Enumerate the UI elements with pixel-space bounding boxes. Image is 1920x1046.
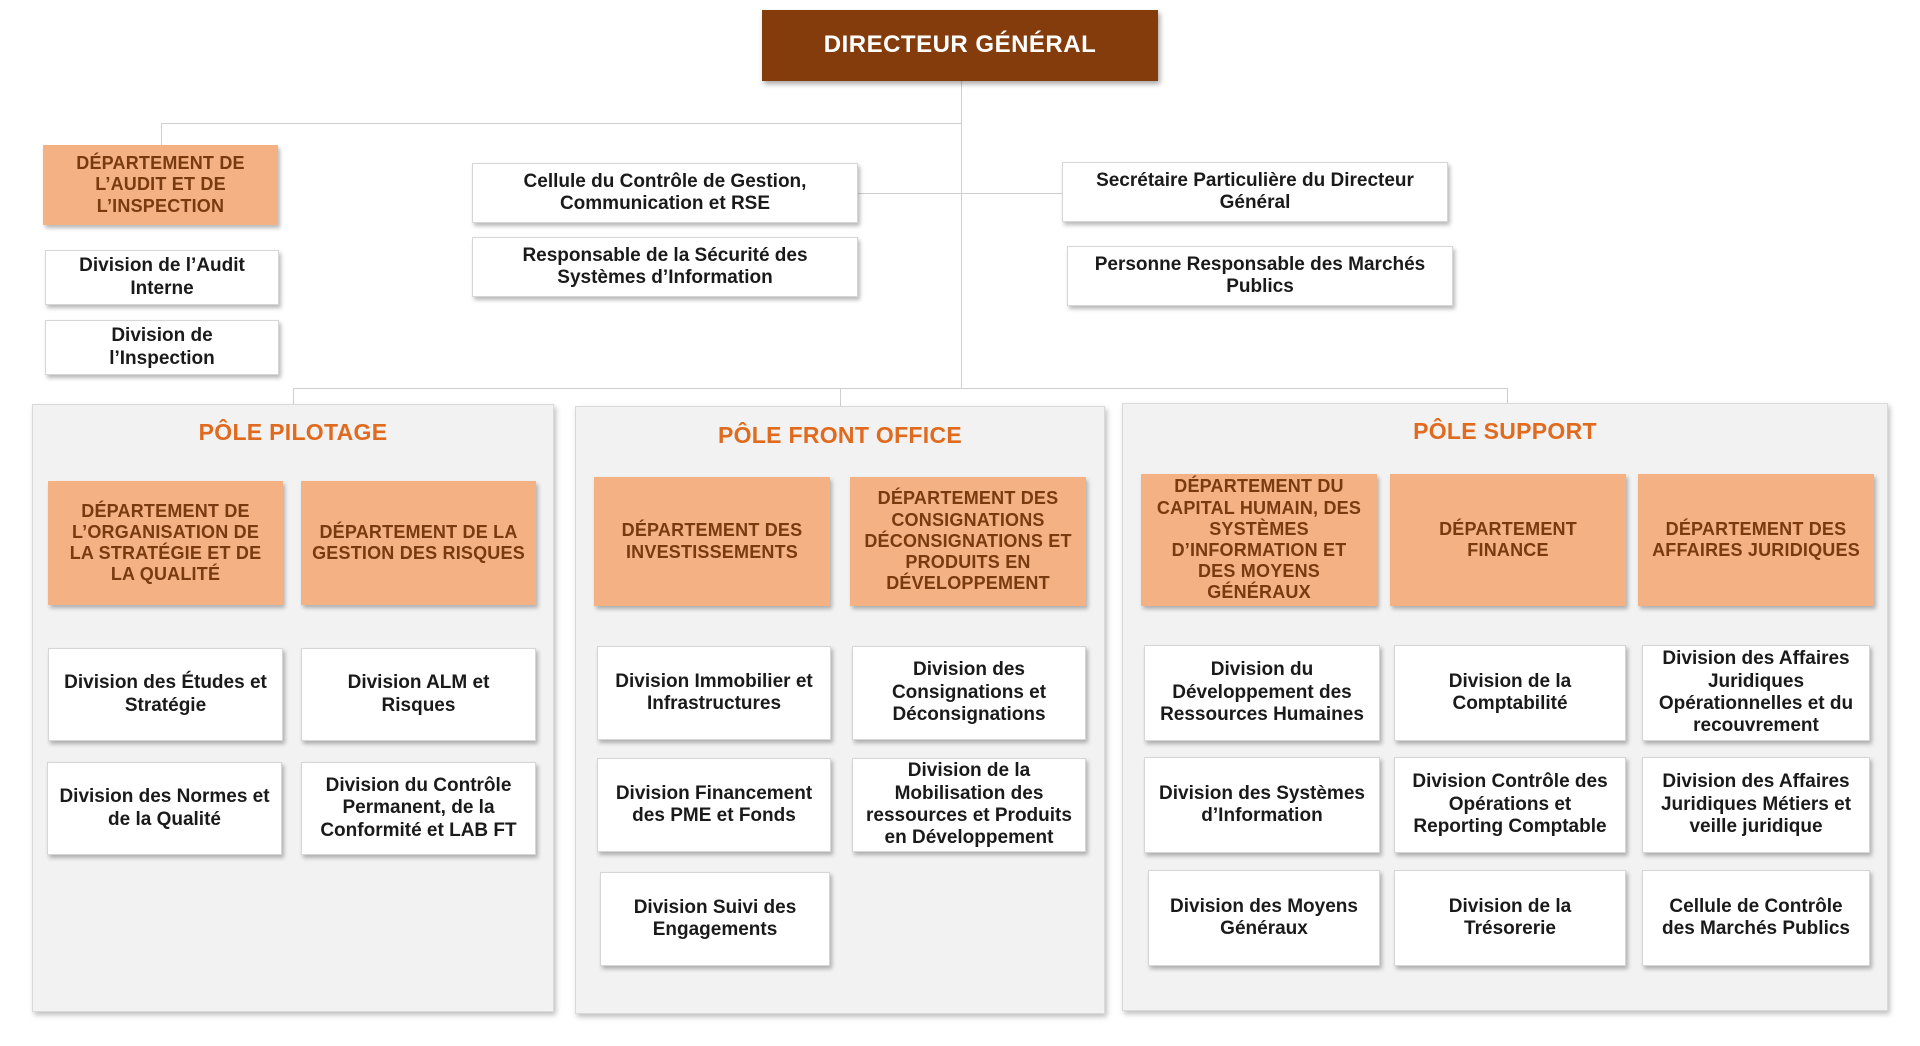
division-box: Division des Normes et de la Qualité bbox=[47, 762, 282, 855]
division-box: Division de la Mobilisation des ressourc… bbox=[852, 758, 1086, 852]
department-box: DÉPARTEMENT DU CAPITAL HUMAIN, DES SYSTÈ… bbox=[1141, 474, 1377, 606]
division-box: Division des Études et Stratégie bbox=[48, 648, 283, 741]
audit-division-box: Division de l’Inspection bbox=[45, 320, 279, 375]
department-box: DÉPARTEMENT DES AFFAIRES JURIDIQUES bbox=[1638, 474, 1874, 606]
connector-pole-pilotage bbox=[293, 388, 294, 404]
division-box: Division de la Comptabilité bbox=[1394, 645, 1626, 741]
department-box: DÉPARTEMENT DES INVESTISSEMENTS bbox=[594, 477, 830, 606]
connector-pole-front bbox=[840, 388, 841, 406]
division-box: Division Suivi des Engagements bbox=[600, 872, 830, 966]
department-box: DÉPARTEMENT DES CONSIGNATIONS DÉCONSIGNA… bbox=[850, 477, 1086, 606]
directeur-general-box: DIRECTEUR GÉNÉRAL bbox=[762, 10, 1158, 81]
division-box: Division du Contrôle Permanent, de la Co… bbox=[301, 762, 536, 855]
connector-pole-support bbox=[1507, 388, 1508, 403]
connector-poles-horizontal bbox=[293, 388, 1507, 389]
division-box: Division des Systèmes d’Information bbox=[1144, 757, 1380, 853]
connector-staff bbox=[858, 193, 1062, 194]
connector-top-horizontal bbox=[161, 123, 961, 124]
staff-box: Responsable de la Sécurité des Systèmes … bbox=[472, 237, 858, 297]
connector-audit-drop bbox=[161, 123, 162, 145]
audit-department-box: DÉPARTEMENT DE L’AUDIT ET DE L’INSPECTIO… bbox=[43, 145, 278, 225]
division-box: Division du Développement des Ressources… bbox=[1144, 645, 1380, 741]
division-box: Division Contrôle des Opérations et Repo… bbox=[1394, 757, 1626, 853]
staff-box: Secrétaire Particulière du Directeur Gén… bbox=[1062, 162, 1448, 222]
staff-box: Cellule du Contrôle de Gestion, Communic… bbox=[472, 163, 858, 223]
department-box: DÉPARTEMENT DE L’ORGANISATION DE LA STRA… bbox=[48, 481, 283, 605]
division-box: Division des Consignations et Déconsigna… bbox=[852, 646, 1086, 740]
division-box: Division Immobilier et Infrastructures bbox=[597, 646, 831, 740]
division-box: Division des Affaires Juridiques Opérati… bbox=[1642, 645, 1870, 741]
pole-title: PÔLE SUPPORT bbox=[1413, 418, 1597, 444]
division-box: Division des Moyens Généraux bbox=[1148, 870, 1380, 966]
connector-main-vertical bbox=[961, 81, 962, 388]
division-box: Division Financement des PME et Fonds bbox=[597, 758, 831, 852]
pole-title: PÔLE FRONT OFFICE bbox=[717, 422, 963, 448]
audit-division-box: Division de l’Audit Interne bbox=[45, 250, 279, 305]
division-box: Division des Affaires Juridiques Métiers… bbox=[1642, 757, 1870, 853]
division-box: Division ALM et Risques bbox=[301, 648, 536, 741]
department-box: DÉPARTEMENT DE LA GESTION DES RISQUES bbox=[301, 481, 536, 605]
pole-title: PÔLE PILOTAGE bbox=[198, 419, 388, 445]
division-box: Division de la Trésorerie bbox=[1394, 870, 1626, 966]
department-box: DÉPARTEMENT FINANCE bbox=[1390, 474, 1626, 606]
division-box: Cellule de Contrôle des Marchés Publics bbox=[1642, 870, 1870, 966]
staff-box: Personne Responsable des Marchés Publics bbox=[1067, 246, 1453, 306]
